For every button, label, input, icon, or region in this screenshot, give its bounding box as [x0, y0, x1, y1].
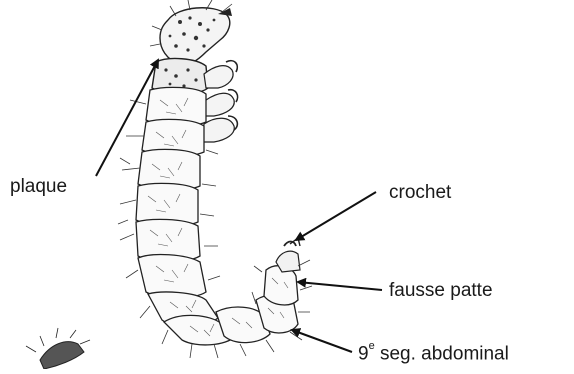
small-larva-fragment [26, 328, 90, 369]
arrow-crochet [296, 192, 376, 240]
false-leg [276, 238, 300, 272]
label-crochet: crochet [389, 183, 451, 202]
arrow-9e-seg [292, 330, 352, 352]
label-9e-seg-abdominal: 9e seg. abdominal [358, 344, 509, 363]
label-fausse-patte: fausse patte [389, 281, 493, 300]
seg-rest: seg. abdominal [375, 343, 509, 364]
thoracic-legs [202, 61, 238, 142]
seg-number: 9 [358, 343, 369, 364]
label-plaque: plaque [10, 177, 67, 196]
seg-superscript: e [369, 340, 375, 352]
arrow-fausse-patte [298, 282, 382, 290]
larva-head [150, 0, 232, 64]
